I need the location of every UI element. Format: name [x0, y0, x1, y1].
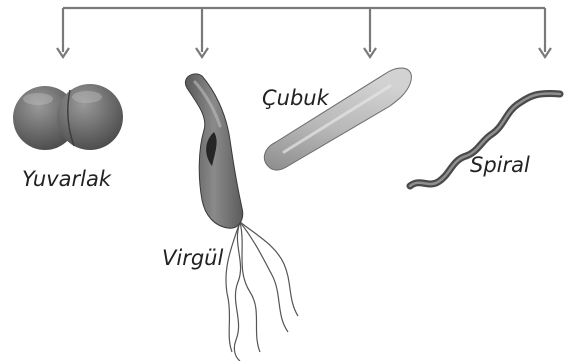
connector-tree — [57, 8, 551, 57]
coccus-illustration — [13, 84, 123, 150]
bacillus-illustration — [264, 68, 411, 170]
label-coccus: Yuvarlak — [22, 167, 112, 191]
vibrio-flagella — [226, 222, 298, 361]
label-vibrio: Virgül — [162, 246, 223, 270]
label-spirillum: Spiral — [470, 153, 530, 177]
vibrio-illustration — [185, 74, 298, 361]
label-bacillus: Çubuk — [262, 86, 330, 110]
